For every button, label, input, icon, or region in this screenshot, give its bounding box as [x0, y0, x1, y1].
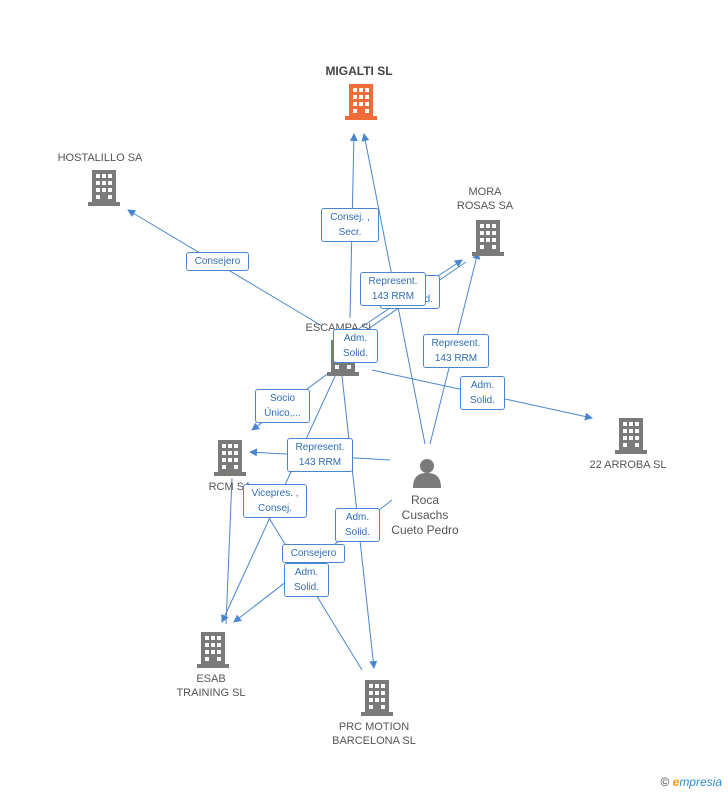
- edge-label-line: 143 RRM: [371, 291, 415, 302]
- edge-label-line: Consej.: [258, 503, 292, 514]
- edge-label-consejero-hostalillo[interactable]: Consejero: [186, 252, 249, 271]
- edge-label-line: 143 RRM: [434, 353, 478, 364]
- edge-label-line: Represent.: [431, 338, 481, 349]
- node-label-person[interactable]: Roca Cusachs Cueto Pedro: [375, 493, 475, 538]
- edge-label-line: Vicepres. ,: [251, 488, 299, 499]
- node-label-esab-line1: ESAB: [196, 673, 226, 685]
- node-label-rcm[interactable]: RCM SA: [208, 481, 252, 493]
- building-icon[interactable]: [197, 632, 229, 673]
- edge-label-socio-unico[interactable]: Socio Único,...: [255, 389, 310, 423]
- node-label-mora[interactable]: MORA ROSAS SA: [435, 185, 535, 213]
- person-icon[interactable]: [413, 458, 441, 493]
- edge-label-adm-solid-prc[interactable]: Adm. Solid.: [335, 508, 380, 542]
- node-label-mora-line1: MORA: [468, 186, 502, 198]
- building-icon[interactable]: [361, 680, 393, 721]
- edge-label-line: Represent.: [295, 442, 345, 453]
- edge-label-adm-solid-arroba[interactable]: Adm. Solid.: [460, 376, 505, 410]
- node-label-person-line3: Cueto Pedro: [391, 523, 459, 537]
- edge-label-represent-person-mora[interactable]: Represent. 143 RRM: [423, 334, 489, 368]
- edge-label-line: Solid.: [469, 395, 495, 406]
- edge-label-line: Solid.: [344, 527, 370, 538]
- edge-label-vicepres[interactable]: Vicepres. , Consej.: [243, 484, 307, 518]
- edge-label-line: Adm.: [343, 333, 368, 344]
- edge-label-line: Represent.: [368, 276, 418, 287]
- edge-label-line: Consejero: [290, 548, 337, 559]
- node-label-arroba[interactable]: 22 ARROBA SL: [589, 459, 667, 471]
- edge-label-consej-secr[interactable]: Consej. , Secr.: [321, 208, 379, 242]
- edge-label-line: Adm.: [345, 512, 370, 523]
- edge-label-line: Solid.: [293, 582, 319, 593]
- brand-initial: e: [672, 775, 680, 789]
- node-label-prc-line1: PRC MOTION: [338, 721, 410, 733]
- copyright-symbol: ©: [660, 775, 670, 789]
- edge-label-consejero-esab[interactable]: Consejero: [282, 544, 345, 563]
- edge-label-line: Consejero: [194, 256, 241, 267]
- building-icon[interactable]: [345, 84, 377, 125]
- node-label-esab-line2: TRAINING SL: [176, 687, 246, 699]
- edge-label-adm-solid-esab[interactable]: Adm. Solid.: [284, 563, 329, 597]
- building-icon[interactable]: [88, 170, 120, 211]
- edge-rcm-esab: [225, 477, 233, 625]
- node-label-person-line1: Roca: [410, 493, 439, 507]
- edge-label-line: Secr.: [338, 227, 362, 238]
- edge-label-line: Consej. ,: [330, 212, 370, 223]
- edge-label-line: Adm.: [470, 380, 495, 391]
- node-label-prc-line2: BARCELONA SL: [332, 735, 416, 747]
- edge-label-adm-solid-escampa[interactable]: Adm. Solid.: [333, 329, 378, 363]
- node-label-mora-line2: ROSAS SA: [456, 200, 514, 212]
- brand-name: mpresia: [679, 775, 722, 789]
- empresia-watermark[interactable]: © empresia: [660, 775, 722, 789]
- node-label-esab[interactable]: ESAB TRAINING SL: [161, 672, 261, 700]
- node-label-prc[interactable]: PRC MOTION BARCELONA SL: [318, 720, 430, 748]
- node-label-person-line2: Cusachs: [401, 508, 449, 522]
- edge-label-line: Socio: [269, 393, 295, 404]
- edge-label-represent-escampa-mora[interactable]: Represent. 143 RRM: [360, 272, 426, 306]
- building-icon[interactable]: [615, 418, 647, 459]
- edge-label-line: Adm.: [294, 567, 319, 578]
- building-icon[interactable]: [214, 440, 246, 481]
- edge-label-line: 143 RRM: [298, 457, 342, 468]
- edge-label-line: Único,...: [264, 408, 301, 419]
- building-icon[interactable]: [472, 220, 504, 261]
- node-label-migalti[interactable]: MIGALTI SL: [325, 64, 393, 78]
- edge-label-line: Solid.: [342, 348, 368, 359]
- node-label-hostalillo[interactable]: HOSTALILLO SA: [57, 152, 143, 164]
- edge-label-represent-rcm[interactable]: Represent. 143 RRM: [287, 438, 353, 472]
